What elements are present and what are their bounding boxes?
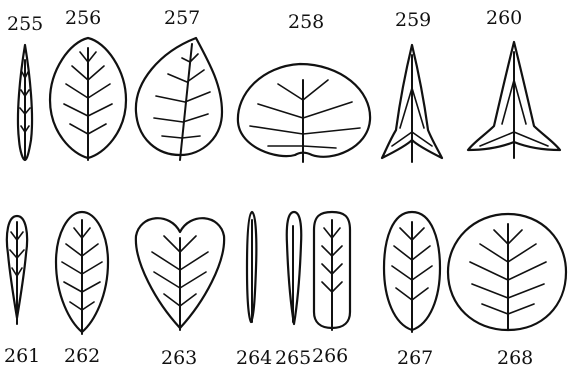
figure-label-255: 255 bbox=[7, 13, 43, 35]
leaf-267 bbox=[384, 212, 440, 332]
leaf-268 bbox=[448, 214, 566, 330]
figure-label-261: 261 bbox=[4, 345, 40, 367]
leaf-261 bbox=[7, 216, 27, 324]
figure-label-258: 258 bbox=[288, 11, 324, 33]
figure-label-266: 266 bbox=[312, 345, 348, 367]
figure-label-263: 263 bbox=[161, 347, 197, 368]
leaf-263 bbox=[136, 218, 224, 330]
figure-label-260: 260 bbox=[486, 7, 522, 29]
figure-label-265: 265 bbox=[275, 347, 311, 368]
figure-label-268: 268 bbox=[497, 347, 533, 368]
leaf-256 bbox=[50, 38, 126, 160]
leaf-265 bbox=[287, 212, 301, 324]
figure-label-267: 267 bbox=[397, 347, 433, 368]
leaf-259 bbox=[382, 45, 442, 162]
figure-label-257: 257 bbox=[164, 7, 200, 29]
figure-label-256: 256 bbox=[65, 7, 101, 29]
figure-label-262: 262 bbox=[64, 345, 100, 367]
leaf-262 bbox=[56, 212, 108, 334]
leaf-266 bbox=[314, 212, 350, 330]
leaf-258 bbox=[238, 64, 370, 162]
leaf-260 bbox=[468, 42, 560, 158]
leaf-257 bbox=[136, 38, 222, 160]
figure-label-264: 264 bbox=[236, 347, 272, 368]
figure-label-259: 259 bbox=[395, 9, 431, 31]
leaf-255 bbox=[18, 45, 32, 160]
leaf-264 bbox=[247, 212, 256, 322]
